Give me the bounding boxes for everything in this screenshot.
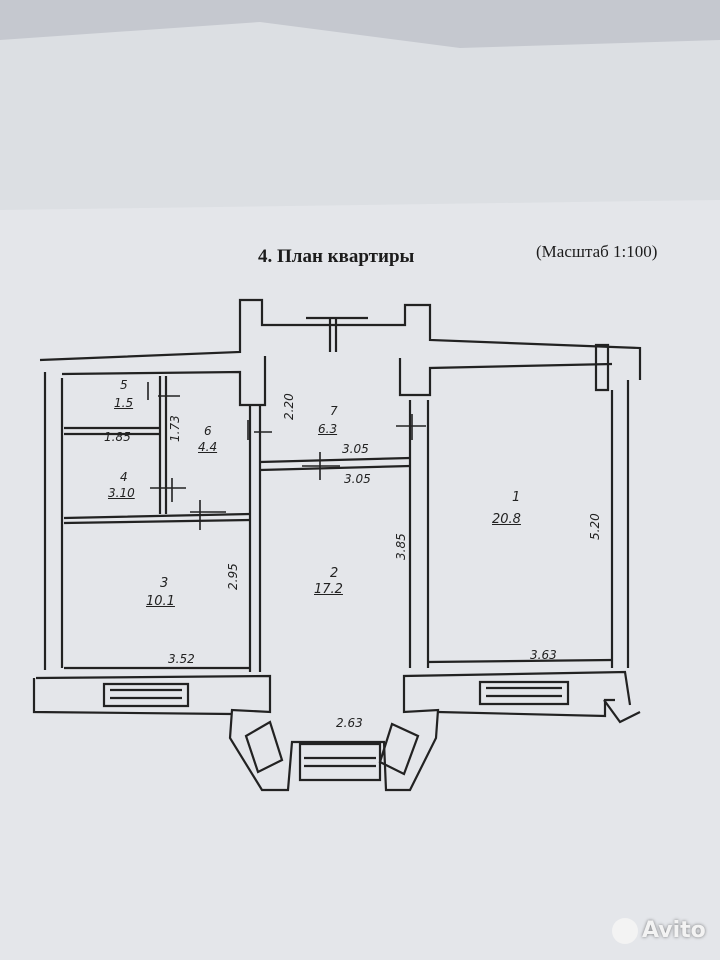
- room-3-number: 3: [160, 576, 169, 591]
- plan-scale: (Масштаб 1:100): [536, 242, 658, 261]
- room-7-number: 7: [330, 404, 338, 418]
- avito-logo-icon: [612, 918, 638, 944]
- room-3-area: 10.1: [146, 594, 175, 609]
- room-5-area: 1.5: [114, 396, 134, 410]
- room-1-number: 1: [512, 490, 521, 505]
- dim-room2-height: 3.85: [394, 533, 408, 560]
- plan-title: 4. План квартиры: [258, 246, 415, 267]
- dim-closet-width: 1.85: [104, 430, 131, 444]
- dim-room1-height: 5.20: [588, 513, 602, 540]
- room-1-area: 20.8: [492, 512, 521, 527]
- room-7-area: 6.3: [318, 422, 338, 436]
- dim-room3-height: 2.95: [226, 563, 240, 590]
- avito-watermark: Avito: [612, 918, 706, 944]
- outer-walls: [32, 298, 642, 792]
- room-2-number: 2: [330, 566, 339, 581]
- room-6-number: 6: [204, 424, 212, 438]
- dim-room3-width: 3.52: [168, 652, 195, 666]
- inner-walls: [61, 356, 613, 672]
- door-ticks: [147, 382, 426, 530]
- dim-closet-height: 1.73: [168, 415, 182, 442]
- dim-hall-bottom: 3.05: [344, 472, 371, 486]
- room-5-number: 5: [120, 378, 128, 392]
- dim-room1-width: 3.63: [530, 648, 557, 662]
- room-4-area: 3.10: [108, 486, 135, 500]
- dim-hall-height: 2.20: [282, 393, 296, 420]
- room-2-area: 17.2: [314, 582, 343, 597]
- room-4-number: 4: [120, 470, 128, 484]
- avito-watermark-text: Avito: [642, 918, 706, 943]
- window-marks: [102, 316, 610, 782]
- dim-hall-top: 3.05: [342, 442, 369, 456]
- dim-bay-width: 2.63: [336, 716, 363, 730]
- room-6-area: 4.4: [198, 440, 218, 454]
